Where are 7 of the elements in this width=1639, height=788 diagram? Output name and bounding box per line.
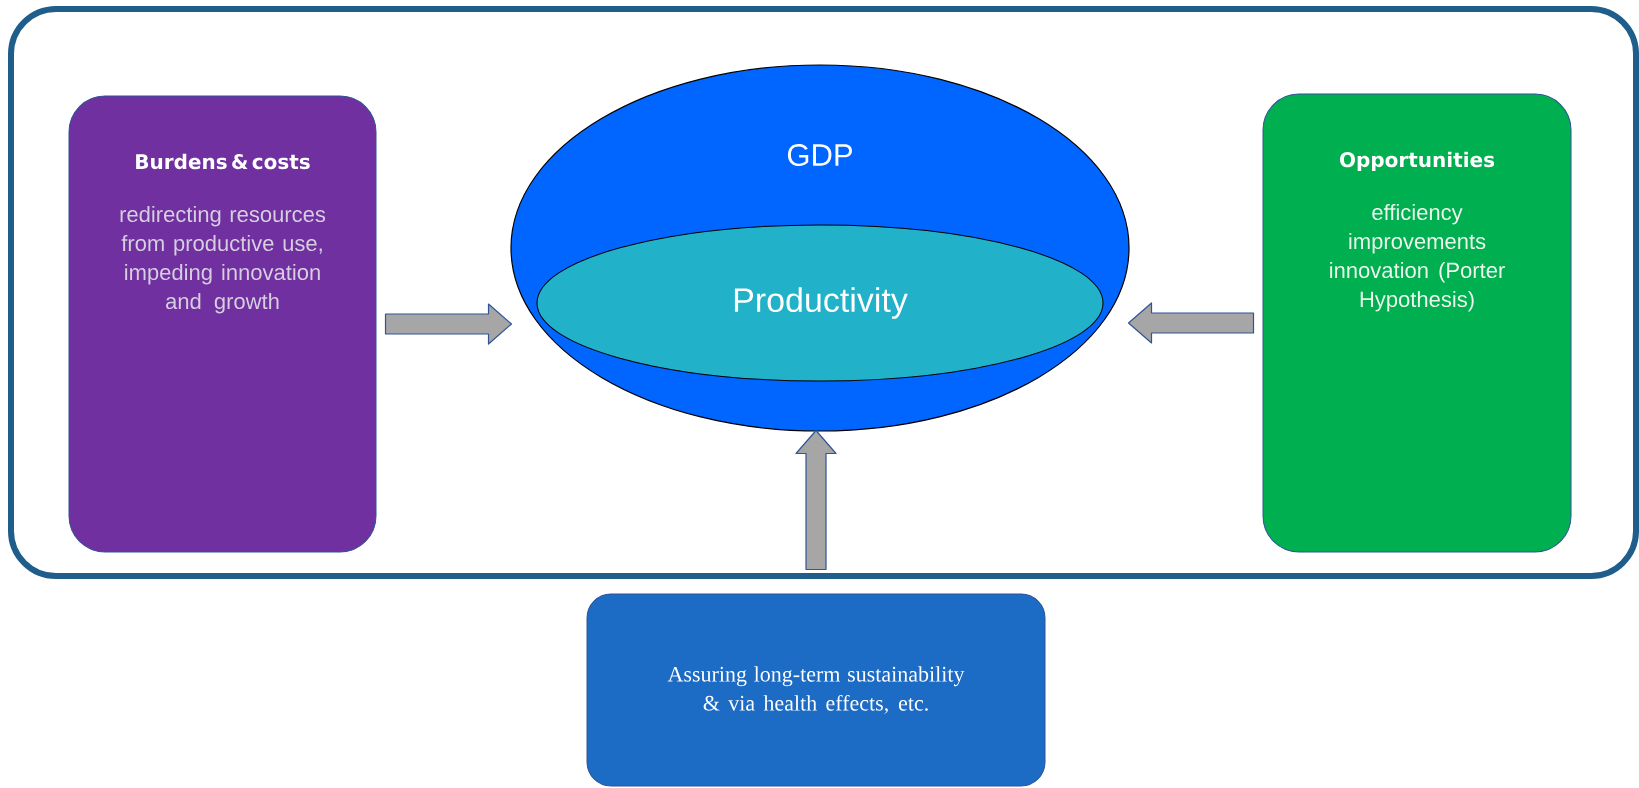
- rounded-box: Assuring long-term sustainability & via health effects, etc.: [586, 593, 1046, 787]
- frame-box: [8, 6, 1639, 579]
- rounded-box: Burdens & costs redirecting resources from productive use, impeding innovation and growth: [68, 95, 377, 553]
- block-arrow: [795, 429, 837, 571]
- block-arrow: [1127, 302, 1255, 344]
- rounded-box: Opportunities efficiency improvements innovation (Porter Hypothesis): [1262, 93, 1572, 553]
- block-arrow: [384, 303, 513, 345]
